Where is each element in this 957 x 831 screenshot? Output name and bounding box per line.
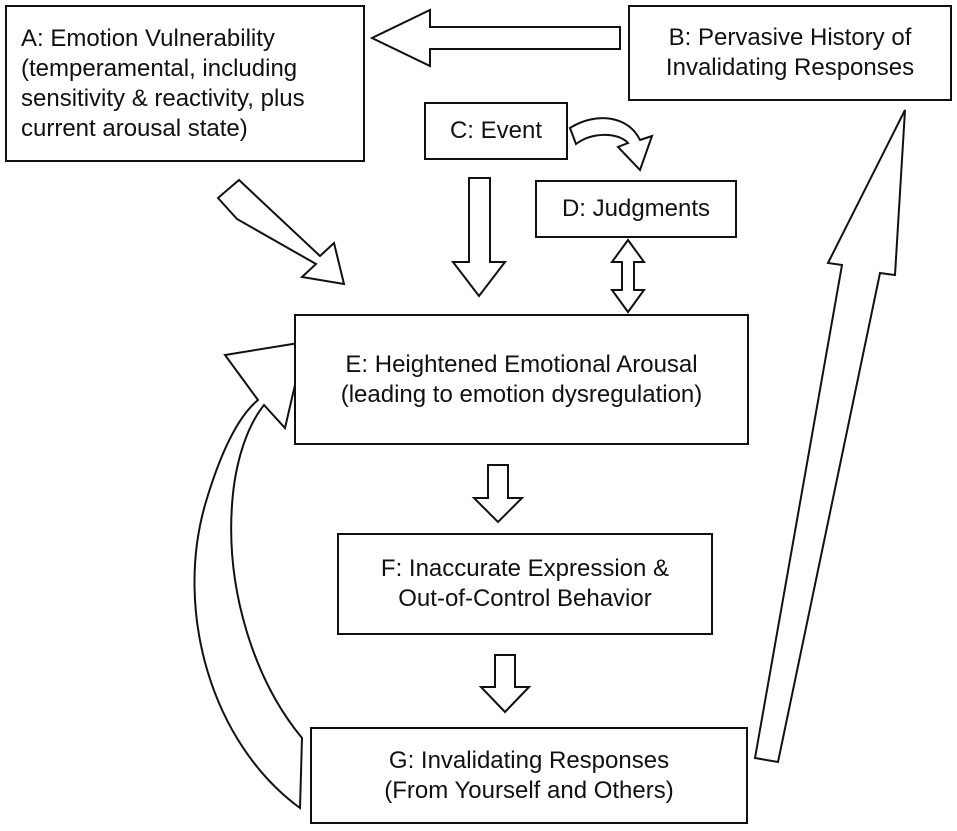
arrow-g-to-e-feedback — [193, 340, 307, 810]
box-e-heightened-arousal: E: Heightened Emotional Arousal (leading… — [294, 314, 749, 445]
arrow-b-to-a — [369, 8, 621, 68]
box-a-line-3: sensitivity & reactivity, plus — [21, 84, 305, 112]
box-b-pervasive-history: B: Pervasive History of Invalidating Res… — [628, 5, 952, 101]
arrow-c-to-d-curved — [568, 117, 654, 172]
box-b-line-2: Invalidating Responses — [665, 54, 915, 81]
box-f-line-1: F: Inaccurate Expression & — [380, 555, 670, 582]
arrow-e-to-f — [471, 464, 525, 524]
box-a-emotion-vulnerability: A: Emotion Vulnerability (temperamental,… — [5, 5, 365, 162]
box-a-line-2: (temperamental, including — [21, 54, 298, 82]
arrow-g-to-b — [753, 109, 906, 764]
box-b-line-1: B: Pervasive History of — [668, 24, 912, 51]
box-d-judgments: D: Judgments — [535, 180, 737, 238]
arrow-c-to-e — [450, 177, 508, 298]
box-f-line-2: Out-of-Control Behavior — [398, 585, 652, 612]
box-g-invalidating-responses: G: Invalidating Responses (From Yourself… — [310, 727, 748, 824]
box-c-line-1: C: Event — [449, 117, 543, 144]
box-f-inaccurate-expression: F: Inaccurate Expression & Out-of-Contro… — [337, 533, 713, 635]
box-g-line-2: (From Yourself and Others) — [384, 776, 674, 804]
box-a-line-1: A: Emotion Vulnerability — [21, 24, 275, 52]
box-a-line-4: current arousal state) — [21, 114, 248, 142]
box-c-event: C: Event — [424, 102, 568, 160]
box-e-line-1: E: Heightened Emotional Arousal — [345, 350, 698, 378]
arrow-a-to-e — [216, 178, 346, 286]
box-e-line-2: (leading to emotion dysregulation) — [340, 380, 703, 408]
box-g-line-1: G: Invalidating Responses — [388, 746, 670, 774]
arrow-f-to-g — [478, 654, 532, 714]
box-d-line-1: D: Judgments — [561, 195, 711, 222]
arrow-d-e-double — [610, 238, 646, 314]
